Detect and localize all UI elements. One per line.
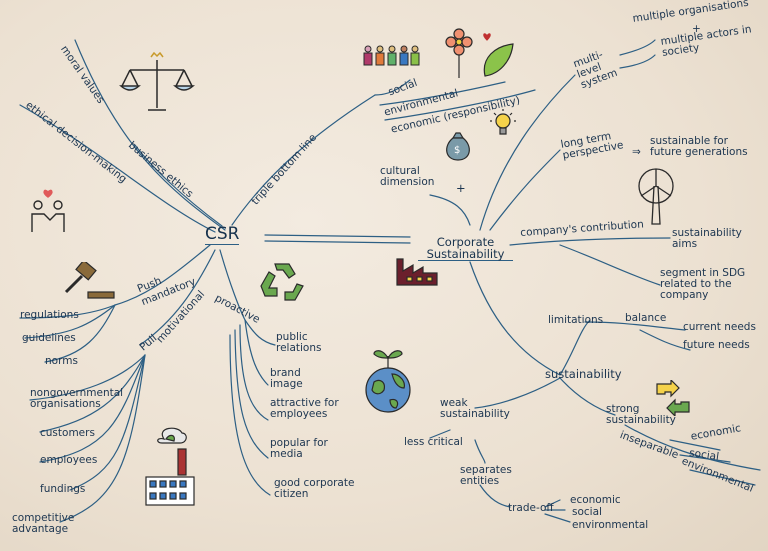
green-factory-icon (142, 425, 198, 514)
branch-tbl (231, 94, 376, 226)
label-nongovernmental-organisations: nongovernmental organisations (30, 387, 124, 411)
label-sustainable-future: sustainable for future generations (650, 135, 748, 159)
label-popular-for-media: popular for media (270, 437, 328, 461)
label-brand-image: brand image (270, 367, 303, 391)
label-plus: + (456, 181, 466, 195)
label-regulations: regulations (20, 309, 79, 321)
label-good-corporate-citizen: good corporate citizen (274, 477, 355, 501)
label-attractive-for-employees: attractive for employees (270, 397, 339, 421)
recycle-icon (255, 260, 309, 309)
label-current-needs: current needs (683, 321, 756, 333)
scales-icon (118, 51, 196, 121)
branch-moral (74, 39, 226, 231)
factory-icon (395, 253, 439, 292)
label-sustainability-aims: sustainability aims (672, 227, 742, 251)
label-norms: norms (45, 355, 78, 367)
label-cultural-dimension: cultural dimension (380, 165, 435, 189)
label-future-needs: future needs (683, 339, 750, 351)
branch-longterm (489, 149, 561, 231)
flower-leaf-icon (445, 28, 517, 85)
branch-multilevel (479, 74, 576, 231)
branch-sustainability (469, 261, 561, 376)
branch-proactive (219, 249, 246, 321)
branch-business (134, 144, 223, 227)
hub-corporate-sustainability: Corporate Sustainability (418, 236, 513, 262)
svg-text:$: $ (454, 145, 460, 156)
label-guidelines: guidelines (22, 332, 76, 344)
label-plus-actors: + (692, 23, 701, 35)
label-less-critical: less critical (404, 436, 463, 448)
label-public-relations: public relations (276, 331, 322, 355)
branch-pull (139, 249, 216, 346)
wind-turbine-icon (633, 166, 679, 231)
cycle-arrows-icon (653, 378, 693, 421)
label-trade-off: trade-off (508, 502, 554, 514)
label-balance: balance (625, 312, 667, 324)
globe-icon (360, 342, 416, 421)
money-bag-icon: $ (443, 130, 473, 167)
handshake-people-icon (28, 188, 72, 241)
label-arrow: ⇒ (632, 146, 641, 158)
branch-contribution (509, 237, 671, 246)
branch-push (114, 244, 211, 306)
lightbulb-icon (488, 108, 518, 145)
center-csr: CSR (205, 224, 240, 245)
label-strong-sustainability: strong sustainability (606, 403, 676, 427)
label-customers: customers (40, 427, 95, 439)
label-fundings: fundings (40, 483, 86, 495)
label-to-social: social (572, 506, 602, 518)
link-csr-hub (264, 234, 411, 238)
label-segment-sdg: segment in SDG related to the company (660, 267, 746, 302)
label-to-environmental: environmental (572, 519, 649, 531)
label-competitive-advantage: competitive advantage (12, 512, 75, 536)
label-employees: employees (40, 454, 98, 466)
label-weak-sustainability: weak sustainability (440, 397, 510, 421)
branch-ethics (19, 104, 216, 233)
label-limitations: limitations (548, 314, 604, 326)
people-icon (360, 43, 422, 78)
label-sustainability: sustainability (545, 367, 622, 381)
label-to-economic: economic (570, 494, 621, 506)
gavel-icon (62, 259, 118, 307)
label-separates-entities: separates entities (460, 464, 512, 488)
